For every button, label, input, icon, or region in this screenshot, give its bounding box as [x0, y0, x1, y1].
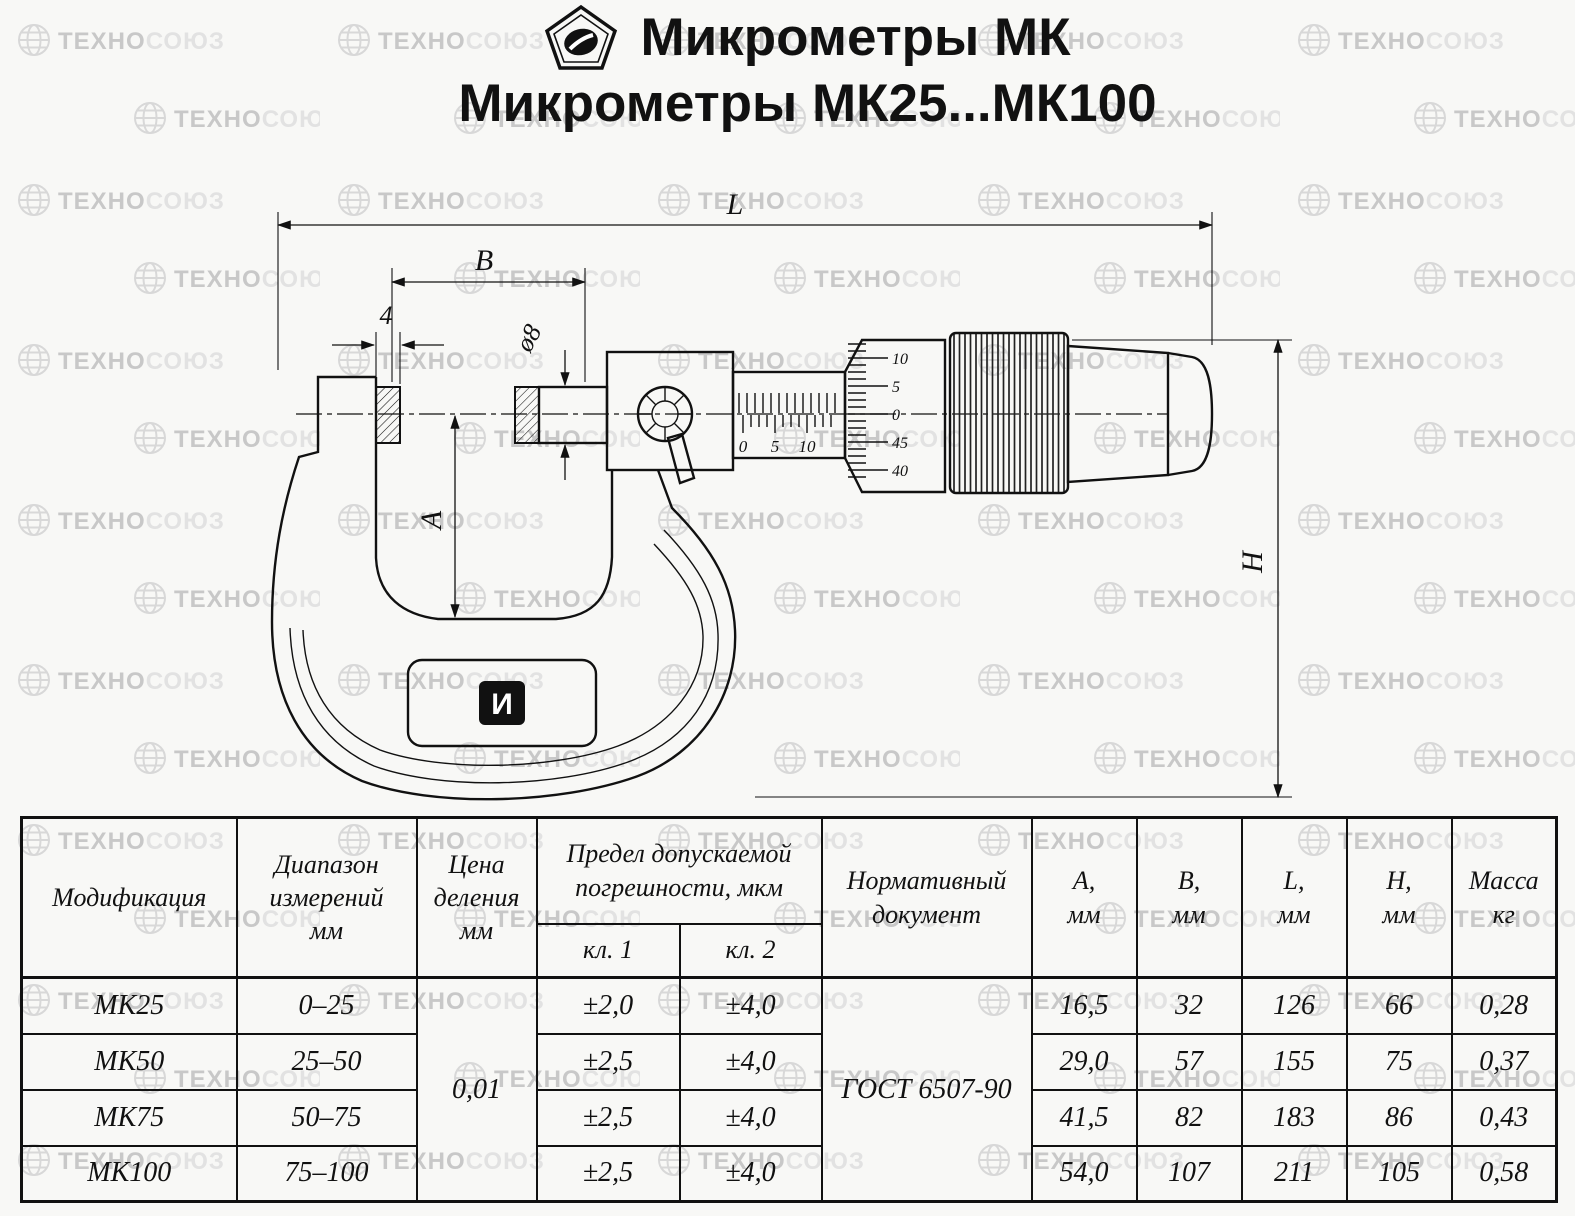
cell-L: 211 — [1240, 1144, 1348, 1203]
cell-range: 50–75 — [235, 1088, 418, 1147]
cell-class2: ±4,0 — [678, 1032, 823, 1091]
cell-range: 75–100 — [235, 1144, 418, 1203]
dimension-anvil-length: 4 — [332, 301, 444, 384]
cell-mass: 0,37 — [1450, 1032, 1558, 1091]
dim-label-A: A — [415, 510, 448, 531]
ratchet-stop — [1167, 351, 1214, 477]
col-header-A: А, мм — [1030, 816, 1138, 979]
cell-model: МК100 — [20, 1144, 238, 1203]
cell-class1: ±2,0 — [535, 976, 681, 1035]
cell-model: МК75 — [20, 1088, 238, 1147]
col-header-error: Предел допускаемой погрешности, мкм — [535, 816, 823, 925]
cell-L: 155 — [1240, 1032, 1348, 1091]
page-subtitle: Микрометры МК25...МК100 — [458, 74, 1157, 133]
cell-A: 54,0 — [1030, 1144, 1138, 1203]
cell-mass: 0,28 — [1450, 976, 1558, 1035]
cell-range: 0–25 — [235, 976, 418, 1035]
cell-A: 29,0 — [1030, 1032, 1138, 1091]
cell-class1: ±2,5 — [535, 1144, 681, 1203]
cell-L: 183 — [1240, 1088, 1348, 1147]
cell-mass: 0,43 — [1450, 1088, 1558, 1147]
cell-H: 105 — [1345, 1144, 1453, 1203]
cell-class1: ±2,5 — [535, 1032, 681, 1091]
cell-L: 126 — [1240, 976, 1348, 1035]
cell-H: 86 — [1345, 1088, 1453, 1147]
spindle-housing — [605, 350, 735, 485]
svg-text:И: И — [491, 688, 513, 721]
col-header-document: Нормативный документ — [820, 816, 1033, 979]
col-header-division: Цена деления мм — [415, 816, 538, 979]
thimble-number: 45 — [892, 435, 908, 452]
thimble-knurl — [948, 331, 1070, 495]
cell-class2: ±4,0 — [678, 1088, 823, 1147]
thimble-scale: 10 5 0 45 40 — [843, 338, 947, 494]
manufacturer-logo-icon — [545, 4, 618, 70]
cell-class1: ±2,5 — [535, 1088, 681, 1147]
dim-label-4: 4 — [380, 301, 393, 330]
cell-mass: 0,58 — [1450, 1144, 1558, 1203]
col-header-class2: кл. 2 — [678, 922, 823, 979]
col-header-L: L, мм — [1240, 816, 1348, 979]
col-header-class1: кл. 1 — [535, 922, 681, 979]
cell-B: 57 — [1135, 1032, 1243, 1091]
micrometer-drawing: И 0 5 10 10 5 0 45 40 L — [270, 188, 1292, 801]
sleeve-number: 5 — [771, 437, 780, 456]
cell-document-value: ГОСТ 6507-90 — [820, 976, 1033, 1203]
cell-model: МК50 — [20, 1032, 238, 1091]
anvil — [375, 386, 401, 444]
dim-label-L: L — [726, 188, 744, 221]
dimension-A: A — [415, 414, 460, 619]
cell-B: 82 — [1135, 1088, 1243, 1147]
col-header-mass: Масса кг — [1450, 816, 1558, 979]
spec-table: Модификация Диапазон измерений мм Цена д… — [20, 816, 1559, 1203]
dim-label-d8: ø8 — [509, 320, 547, 357]
cell-class2: ±4,0 — [678, 976, 823, 1035]
spindle — [537, 385, 609, 445]
frame-logo-icon: И — [479, 681, 525, 725]
dimension-L: L — [276, 188, 1214, 370]
cell-B: 32 — [1135, 976, 1243, 1035]
dimension-B: B — [390, 244, 587, 382]
thimble-number: 10 — [892, 351, 908, 368]
cell-class2: ±4,0 — [678, 1144, 823, 1203]
cell-A: 41,5 — [1030, 1088, 1138, 1147]
col-header-range: Диапазон измерений мм — [235, 816, 418, 979]
cell-division-value: 0,01 — [415, 976, 538, 1203]
table-row: МК100 75–100 ±2,5 ±4,0 54,0 107 211 105 … — [20, 1144, 1558, 1203]
table-row: МК25 0–25 0,01 ±2,0 ±4,0 ГОСТ 6507-90 16… — [20, 976, 1558, 1203]
cell-model: МК25 — [20, 976, 238, 1035]
col-header-H: Н, мм — [1345, 816, 1453, 979]
thimble-number: 5 — [892, 379, 900, 396]
col-header-modification: Модификация — [20, 816, 238, 979]
table-row: МК50 25–50 ±2,5 ±4,0 29,0 57 155 75 0,37 — [20, 1032, 1558, 1091]
title-line: Микрометры МК — [40, 4, 1575, 72]
page-title: Микрометры МК — [640, 7, 1071, 67]
table-row: МК75 50–75 ±2,5 ±4,0 41,5 82 183 86 0,43 — [20, 1088, 1558, 1147]
sleeve-scale: 0 5 10 — [731, 370, 847, 460]
thimble-number: 40 — [892, 463, 908, 480]
cell-A: 16,5 — [1030, 976, 1138, 1035]
col-header-B: В, мм — [1135, 816, 1243, 979]
thimble-number: 0 — [892, 407, 900, 424]
dim-label-H: H — [1236, 549, 1269, 574]
sleeve-number: 0 — [739, 437, 748, 456]
cell-H: 75 — [1345, 1032, 1453, 1091]
cell-B: 107 — [1135, 1144, 1243, 1203]
cell-H: 66 — [1345, 976, 1453, 1035]
dim-label-B: B — [475, 244, 493, 277]
sleeve-number: 10 — [799, 437, 817, 456]
lock-lever — [666, 432, 696, 485]
spindle-face — [514, 386, 540, 444]
cell-range: 25–50 — [235, 1032, 418, 1091]
page-header: Микрометры МК Микрометры МК25...МК100 — [0, 4, 1575, 137]
